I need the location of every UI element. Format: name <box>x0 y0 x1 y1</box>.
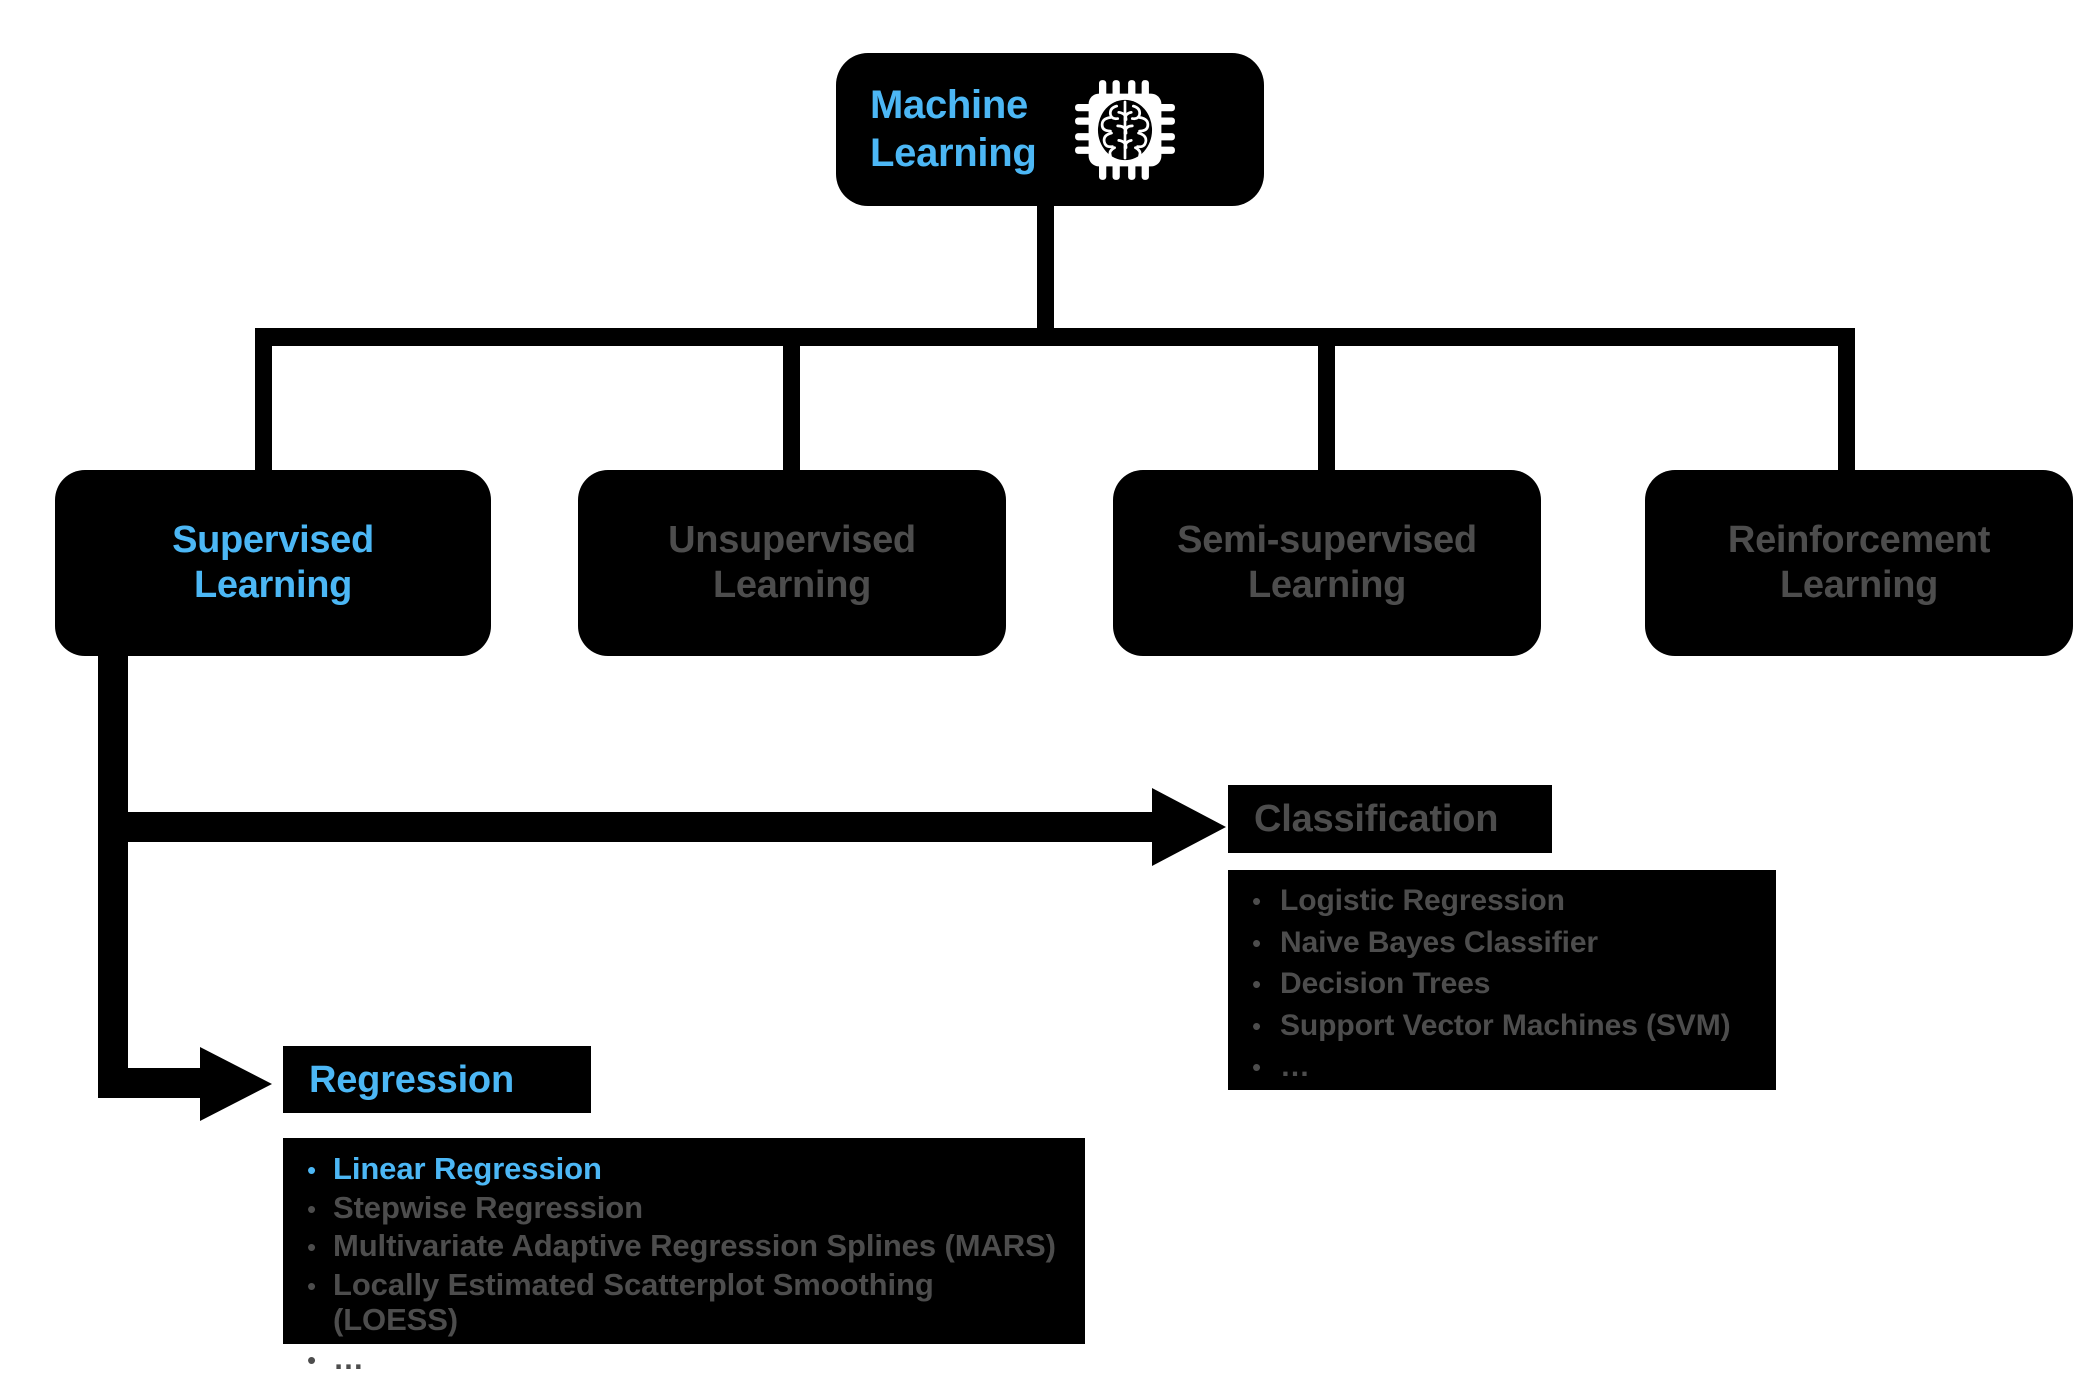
arrowhead-regression <box>200 1047 272 1121</box>
bullet-dot-icon: • <box>1252 1052 1262 1083</box>
ai-chip-brain-icon <box>1074 79 1175 180</box>
list-classification-algorithms: • Logistic Regression • Naive Bayes Clas… <box>1228 870 1776 1090</box>
list-item-label: Locally Estimated Scatterplot Smoothing … <box>333 1267 934 1337</box>
list-regression-algorithms: • Linear Regression • Stepwise Regressio… <box>283 1138 1085 1375</box>
label-classification-text: Classification <box>1254 798 1499 840</box>
list-item-label: Naive Bayes Classifier <box>1280 925 1599 959</box>
connector-branch-classification <box>98 812 1163 842</box>
bullet-dot-icon: • <box>307 1155 317 1185</box>
node-reinforcement-learning-label: Reinforcement Learning <box>1727 519 1991 606</box>
node-unsupervised-learning[interactable]: Unsupervised Learning <box>578 470 1006 656</box>
connector-root-stem <box>1037 200 1054 336</box>
connector-horizontal-bus <box>255 328 1855 346</box>
list-item[interactable]: • Decision Trees <box>1252 967 1752 1001</box>
label-regression[interactable]: Regression <box>283 1046 591 1113</box>
bullet-dot-icon: • <box>307 1344 317 1375</box>
connector-drop-semisupervised <box>1318 328 1335 476</box>
bullet-dot-icon: • <box>1252 969 1262 1000</box>
node-unsupervised-learning-label: Unsupervised Learning <box>668 519 916 606</box>
connector-drop-supervised <box>255 328 272 476</box>
list-item[interactable]: • Logistic Regression <box>1252 884 1752 918</box>
arrowhead-classification <box>1152 788 1226 866</box>
bullet-dot-icon: • <box>1252 886 1262 916</box>
connector-drop-unsupervised <box>783 328 800 476</box>
list-item[interactable]: • Support Vector Machines (SVM) <box>1252 1009 1752 1043</box>
list-item-label: … <box>1280 1050 1310 1084</box>
list-item-label: … <box>333 1340 364 1376</box>
list-item-label: Logistic Regression <box>1280 884 1565 917</box>
label-classification[interactable]: Classification <box>1228 785 1552 853</box>
bullet-dot-icon: • <box>1252 927 1262 958</box>
list-item-label: Support Vector Machines (SVM) <box>1280 1008 1731 1042</box>
node-semi-supervised-learning[interactable]: Semi-supervised Learning <box>1113 470 1541 656</box>
list-item-label: Linear Regression <box>333 1151 602 1186</box>
node-machine-learning[interactable]: Machine Learning <box>836 53 1264 206</box>
bullet-dot-icon: • <box>307 1271 317 1302</box>
node-reinforcement-learning[interactable]: Reinforcement Learning <box>1645 470 2073 656</box>
list-item-label: Decision Trees <box>1280 967 1491 1001</box>
node-supervised-learning[interactable]: Supervised Learning <box>55 470 491 656</box>
node-supervised-learning-label: Supervised Learning <box>172 519 374 606</box>
list-item[interactable]: • Stepwise Regression <box>307 1189 1061 1226</box>
node-semi-supervised-learning-label: Semi-supervised Learning <box>1177 519 1477 606</box>
list-item[interactable]: • Locally Estimated Scatterplot Smoothin… <box>307 1267 1061 1337</box>
list-item-label: Stepwise Regression <box>333 1189 643 1225</box>
bullet-dot-icon: • <box>307 1193 317 1224</box>
node-machine-learning-label: Machine Learning <box>870 83 1037 175</box>
bullet-dot-icon: • <box>307 1232 317 1263</box>
list-item[interactable]: • Multivariate Adaptive Regression Splin… <box>307 1229 1061 1264</box>
list-item[interactable]: • Naive Bayes Classifier <box>1252 926 1752 960</box>
bullet-dot-icon: • <box>1252 1010 1262 1041</box>
connector-branch-regression <box>98 1068 212 1098</box>
label-regression-text: Regression <box>309 1058 514 1101</box>
connector-supervised-trunk <box>98 640 128 1098</box>
list-item[interactable]: • … <box>1252 1050 1752 1084</box>
list-item[interactable]: • … <box>307 1340 1061 1377</box>
list-item[interactable]: • Linear Regression <box>307 1151 1061 1187</box>
connector-drop-reinforcement <box>1838 328 1855 476</box>
list-item-label: Multivariate Adaptive Regression Splines… <box>333 1228 1056 1264</box>
